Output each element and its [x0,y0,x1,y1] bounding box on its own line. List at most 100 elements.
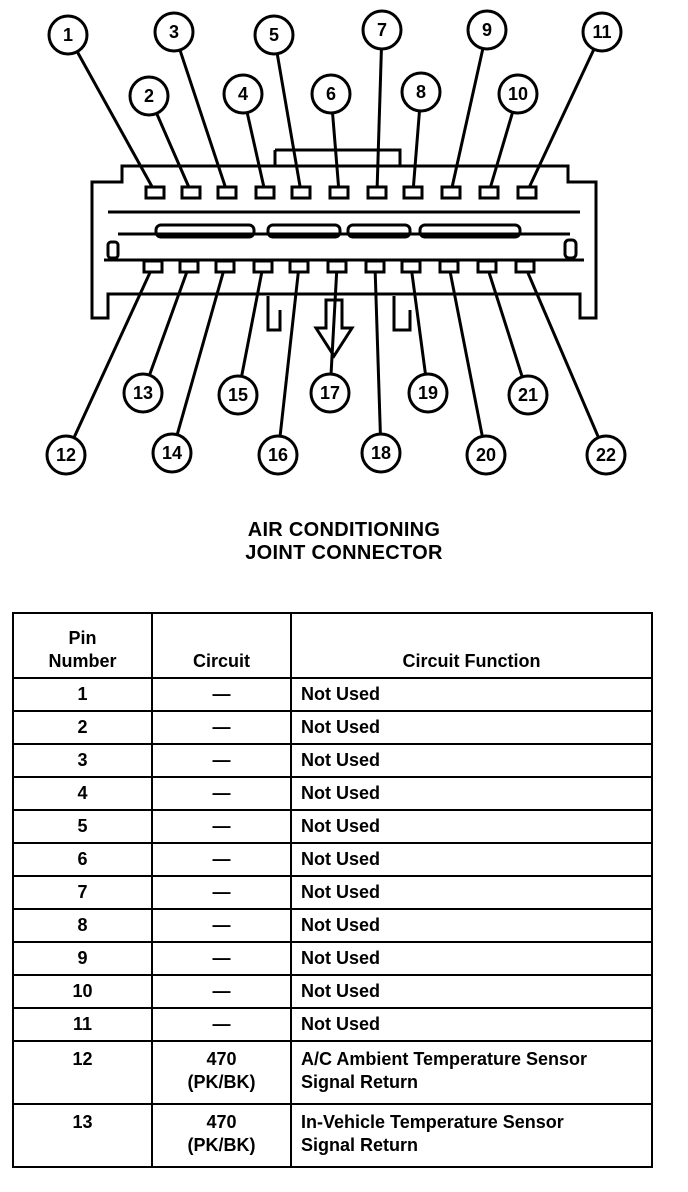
diagram-title-line2: JOINT CONNECTOR [245,542,443,564]
pin-terminal-6 [328,185,350,200]
pin-number-circle-7 [361,9,403,51]
header-pin-line1: Pin [68,628,97,648]
leader-line-20 [447,265,484,437]
pin-terminal-10 [478,185,500,200]
circuit-number: 470 [206,1049,237,1069]
circuit-number: — [212,1014,231,1034]
leader-line-11 [525,48,596,193]
pin-number-circle-6 [310,73,352,115]
pin-terminal-13 [178,259,200,274]
table-row: 4—Not Used [12,776,653,811]
pin-terminal-11 [516,185,538,200]
circuit-cell: — [151,677,292,712]
function-text: Not Used [301,717,381,737]
function-cell: Not Used [290,809,653,844]
pin-number-circle-3 [153,11,195,53]
diagram-title-line1: AIR CONDITIONING [247,519,441,541]
circuit-cell: — [151,809,292,844]
pin-number-circle-14 [151,432,193,474]
pin-number-circle-22 [585,434,627,476]
function-text: Not Used [301,684,381,704]
function-text: Not Used [301,915,381,935]
pin-cell: 10 [12,974,153,1009]
circuit-number: — [212,849,231,869]
function-cell: Not Used [290,710,653,745]
table-row: 7—Not Used [12,875,653,910]
pin-number-4: 4 [238,84,248,104]
pin-terminal-22 [514,259,536,274]
function-text: Not Used [301,849,381,869]
pin-terminal-19 [400,259,422,274]
table-row: 9—Not Used [12,941,653,976]
circuit-number: — [212,915,231,935]
circuit-cell: — [151,974,292,1009]
pin-table: Pin Number Circuit Circuit Function 1—No… [12,612,653,1168]
pin-number-5: 5 [269,25,279,45]
pin-number-1: 1 [63,25,73,45]
pin-callout-10: 10 [478,73,539,200]
circuit-number: — [212,981,231,1001]
pin-terminal-8 [402,185,424,200]
pin-number-circle-12 [45,434,87,476]
pin-number-2: 2 [144,86,154,106]
function-text: Not Used [301,981,381,1001]
circuit-cell: — [151,710,292,745]
leader-line-5 [275,53,303,193]
pin-number-circle-16 [257,434,299,476]
pin-callout-1: 1 [47,14,166,200]
circuit-cell: — [151,743,292,778]
circuit-number: — [212,684,231,704]
circuit-cell: — [151,1007,292,1042]
table-row: 6—Not Used [12,842,653,877]
circuit-cell: — [151,776,292,811]
pin-terminal-5 [290,185,312,200]
pin-callout-20: 20 [438,259,507,476]
pin-cell: 12 [12,1040,153,1105]
leader-line-17 [329,265,339,375]
pin-cell: 4 [12,776,153,811]
pin-terminal-21 [476,259,498,274]
function-cell: Not Used [290,974,653,1009]
circuit-number: — [212,816,231,836]
pin-callout-13: 13 [122,259,200,414]
pin-terminal-12 [142,259,164,274]
pin-number-6: 6 [326,84,336,104]
pin-terminal-1 [144,185,166,200]
circuit-color: (PK/BK) [187,1135,256,1155]
leader-line-13 [148,265,191,376]
function-text: Not Used [301,750,381,770]
pin-number-circle-4 [222,73,264,115]
function-text: Not Used [301,1014,381,1034]
pin-number-circle-1 [47,14,89,56]
pin-number-12: 12 [56,445,76,465]
function-text: Not Used [301,816,381,836]
pin-terminal-15 [252,259,274,274]
header-pin-number: Pin Number [12,612,153,679]
circuit-cell: — [151,941,292,976]
circuit-cell: 470 (PK/BK) [151,1103,292,1168]
leader-line-2 [155,112,193,193]
pin-callout-9: 9 [440,9,508,200]
leader-line-15 [240,265,265,377]
pin-callout-19: 19 [400,259,449,414]
pin-number-21: 21 [518,385,538,405]
pin-number-9: 9 [482,20,492,40]
leader-line-22 [523,265,600,439]
circuit-number: 470 [206,1112,237,1132]
pin-callout-8: 8 [400,71,442,200]
pin-number-circle-2 [128,75,170,117]
pin-number-11: 11 [592,22,611,42]
pin-terminal-20 [438,259,460,274]
circuit-color: (PK/BK) [187,1072,256,1092]
pin-number-circle-10 [497,73,539,115]
circuit-number: — [212,948,231,968]
pin-number-circle-9 [466,9,508,51]
circuit-cell: — [151,842,292,877]
circuit-number: — [212,750,231,770]
pin-terminal-17 [326,259,348,274]
function-text-line2: Signal Return [301,1072,419,1092]
pin-terminal-9 [440,185,462,200]
pin-callout-21: 21 [476,259,549,416]
connector-body [90,148,598,332]
